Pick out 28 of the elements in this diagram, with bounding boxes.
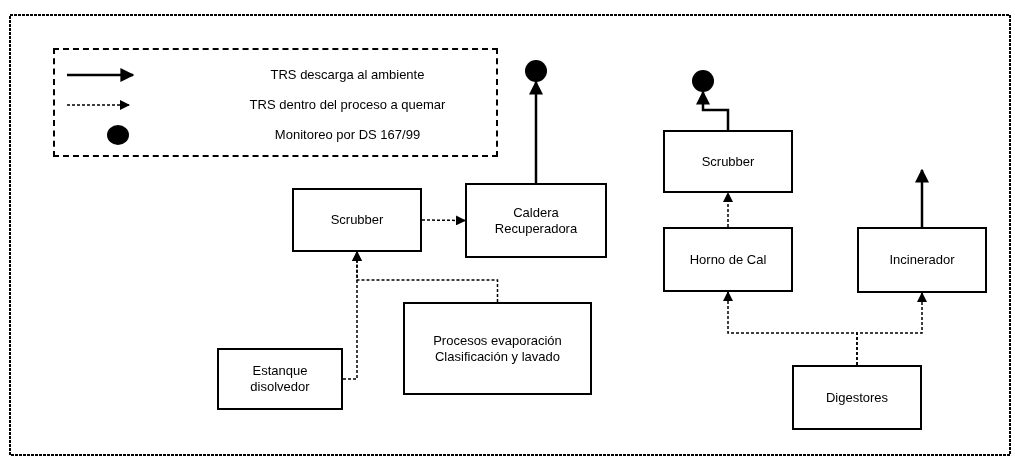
monitoring-dot bbox=[692, 70, 714, 92]
process-box bbox=[663, 130, 793, 193]
process-box bbox=[857, 227, 987, 293]
process-box bbox=[465, 183, 607, 258]
monitoring-dot bbox=[525, 60, 547, 82]
box-label: Horno de Cal bbox=[688, 250, 768, 269]
arrow bbox=[915, 168, 929, 227]
arrow bbox=[696, 90, 730, 130]
box-label: Caldera Recuperadora bbox=[493, 203, 579, 238]
legend-label: Monitoreo por DS 167/99 bbox=[273, 126, 422, 144]
box-label: Scrubber bbox=[700, 152, 756, 171]
box-label: Scrubber bbox=[329, 211, 385, 230]
box-label: Digestores bbox=[824, 388, 890, 407]
legend-label: TRS dentro del proceso a quemar bbox=[248, 96, 447, 114]
legend-label: TRS descarga al ambiente bbox=[269, 66, 426, 84]
box-label: Estanque disolvedor bbox=[249, 362, 311, 396]
process-box bbox=[403, 302, 592, 395]
process-box bbox=[217, 348, 343, 410]
process-box bbox=[792, 365, 922, 430]
arrow bbox=[421, 215, 466, 226]
arrow bbox=[723, 192, 733, 228]
arrow bbox=[856, 292, 927, 366]
arrow bbox=[529, 80, 543, 183]
box-label: Procesos evaporación Clasificación y lavado bbox=[432, 331, 563, 366]
arrow bbox=[352, 251, 499, 303]
process-box bbox=[663, 227, 793, 292]
box-label: Incinerador bbox=[888, 251, 956, 270]
process-box bbox=[292, 188, 422, 252]
